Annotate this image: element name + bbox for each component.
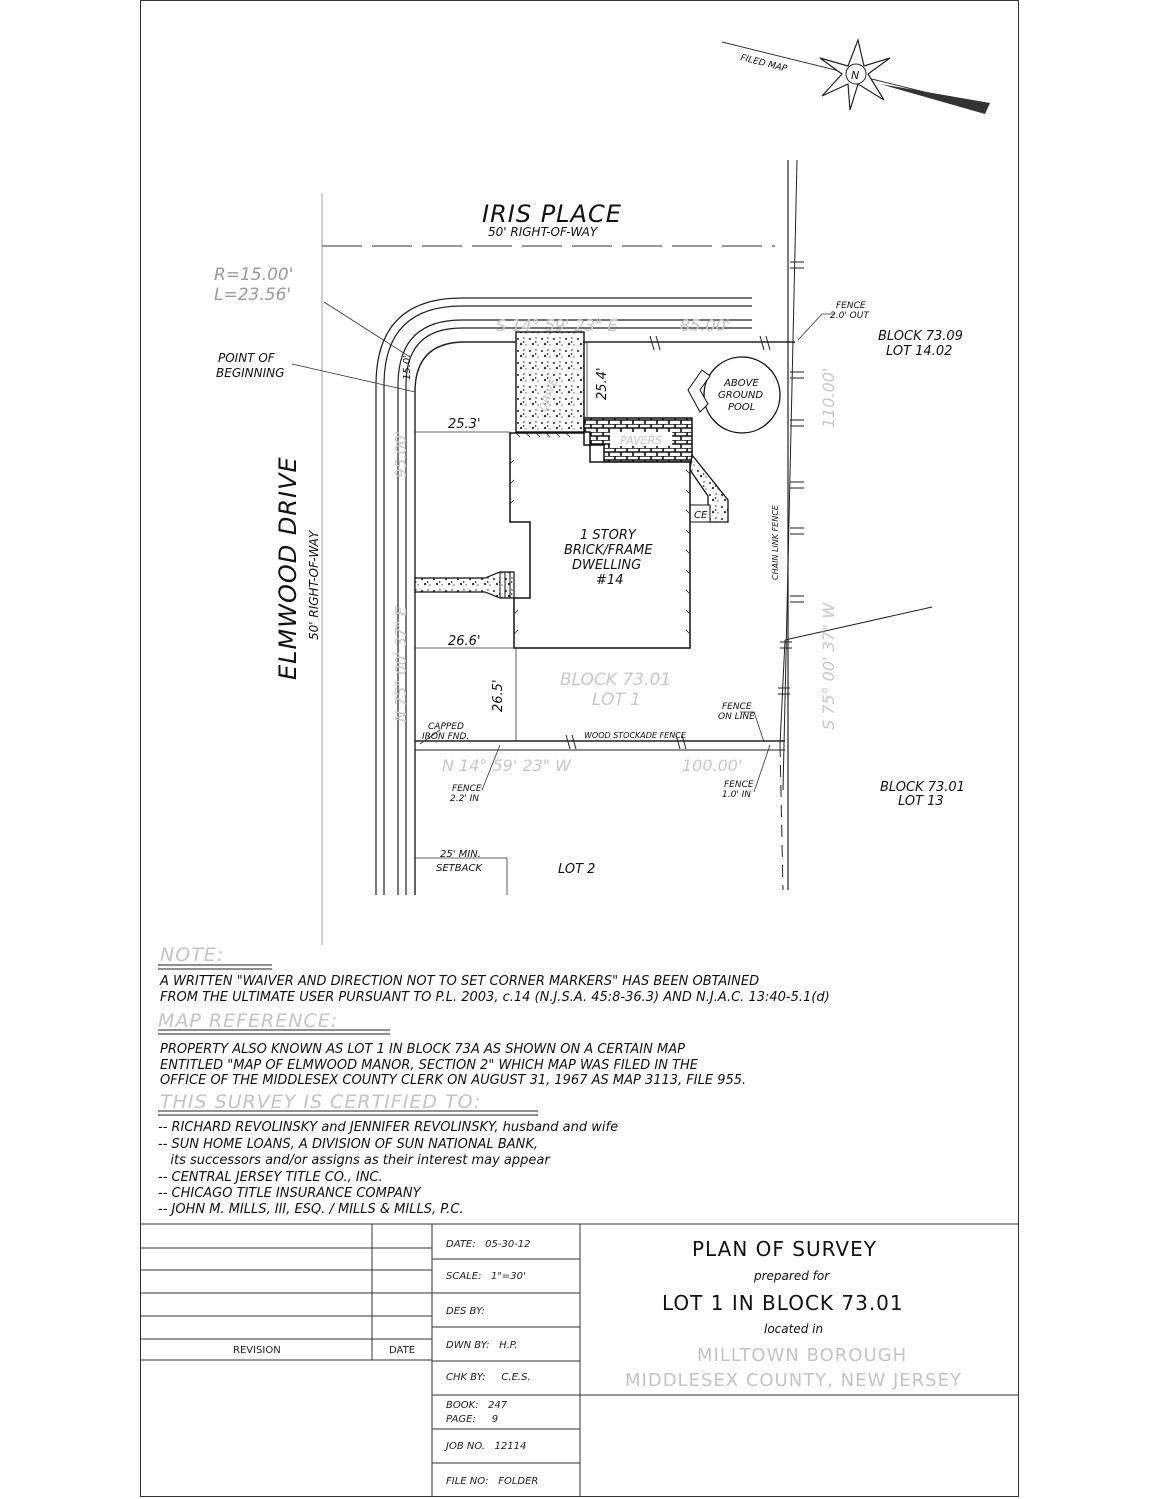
bearing-bottom: N 14° 59' 23" W bbox=[442, 756, 572, 775]
cert-line-2: -- SUN HOME LOANS, A DIVISION OF SUN NAT… bbox=[158, 1137, 539, 1152]
driveway bbox=[515, 331, 585, 433]
page-number: PAGE: 9 bbox=[446, 1414, 499, 1425]
pool-label-2: GROUND bbox=[718, 390, 763, 401]
bearing-left: N 75° 00' 37" E bbox=[392, 606, 410, 722]
setback-1: 25' MIN. bbox=[440, 849, 481, 860]
book-number: BOOK: 247 bbox=[446, 1400, 508, 1411]
adjoiner-top-block: BLOCK 73.09 bbox=[878, 329, 963, 344]
note-line-1: A WRITTEN "WAIVER AND DIRECTION NOT TO S… bbox=[160, 974, 760, 989]
date-column-label: DATE bbox=[389, 1345, 416, 1356]
above-ground-pool bbox=[703, 356, 781, 434]
street-elmwood-drive: ELMWOOD DRIVE bbox=[274, 456, 302, 680]
fence-2-2-in-1: FENCE bbox=[452, 784, 482, 794]
north-arrow: N FILED MAP bbox=[721, 37, 990, 114]
pool-label-1: ABOVE bbox=[723, 378, 759, 389]
note-header: NOTE: bbox=[160, 944, 225, 966]
lot-2-label: LOT 2 bbox=[558, 862, 595, 877]
survey-scale: SCALE: 1"=30' bbox=[446, 1271, 526, 1282]
curve-radius: R=15.00' bbox=[214, 265, 293, 285]
certified-header: THIS SURVEY IS CERTIFIED TO: bbox=[160, 1091, 482, 1113]
bearing-top: S 14° 59' 23" E bbox=[496, 316, 618, 335]
note-line-2: FROM THE ULTIMATE USER PURSUANT TO P.L. … bbox=[160, 990, 830, 1005]
right-of-way-lines bbox=[321, 159, 798, 945]
designed-by: DES BY: bbox=[446, 1306, 485, 1317]
fence-out-1: FENCE bbox=[836, 301, 866, 311]
survey-date: DATE: 05-30-12 bbox=[446, 1239, 531, 1250]
front-walk bbox=[414, 571, 515, 599]
dim-26-5: 26.5' bbox=[491, 679, 506, 712]
cert-line-1: -- RICHARD REVOLINSKY and JENNIFER REVOL… bbox=[158, 1120, 619, 1135]
county-state: MIDDLESEX COUNTY, NEW JERSEY bbox=[625, 1370, 962, 1391]
dim-25-4: 25.4' bbox=[595, 367, 610, 400]
elmwood-row-label: 50' RIGHT-OF-WAY bbox=[307, 529, 321, 640]
map-line-2: ENTITLED "MAP OF ELMWOOD MANOR, SECTION … bbox=[160, 1058, 698, 1073]
setback-2: SETBACK bbox=[436, 863, 483, 874]
fence-online-1: FENCE bbox=[722, 702, 752, 712]
fence-1-0-in-1: FENCE bbox=[724, 780, 754, 790]
dim-25-3: 25.3' bbox=[448, 417, 481, 432]
fence-online-2: ON LINE bbox=[718, 712, 755, 722]
subject-block: BLOCK 73.01 bbox=[560, 670, 671, 690]
adjoiner-top-lot: LOT 14.02 bbox=[886, 344, 952, 359]
dimension-lines bbox=[291, 301, 588, 741]
pob-label-1: POINT OF bbox=[218, 351, 276, 365]
title-block-grid bbox=[140, 1223, 1019, 1497]
dwelling-label-2: BRICK/FRAME bbox=[564, 543, 653, 558]
distance-left: 95.00' bbox=[392, 431, 410, 478]
chain-link-fence-label: CHAIN LINK FENCE bbox=[771, 504, 780, 580]
job-number: JOB NO. 12114 bbox=[446, 1441, 527, 1452]
map-line-3: OFFICE OF THE MIDDLESEX COUNTY CLERK ON … bbox=[160, 1073, 747, 1088]
subject-lot: LOT 1 bbox=[592, 690, 641, 710]
ce-label: CE bbox=[694, 510, 708, 521]
fence-hash-marks bbox=[565, 261, 804, 750]
drawn-by: DWN BY: H.P. bbox=[446, 1340, 518, 1351]
pool-label-3: POOL bbox=[728, 402, 755, 413]
dwelling-label-3: DWELLING bbox=[572, 558, 641, 573]
distance-right: 110.00' bbox=[819, 368, 838, 428]
fence-out-2: 2.0' OUT bbox=[830, 311, 870, 321]
dim-26-6: 26.6' bbox=[448, 634, 481, 649]
fence-2-2-in-2: 2.2' IN bbox=[450, 794, 479, 804]
capped-iron-2: IRON FND. bbox=[422, 732, 469, 742]
tangent-distance: 15.0' bbox=[402, 355, 413, 380]
pob-label-2: BEGINNING bbox=[216, 366, 284, 380]
iris-row-label: 50' RIGHT-OF-WAY bbox=[488, 225, 599, 239]
map-line-1: PROPERTY ALSO KNOWN AS LOT 1 IN BLOCK 73… bbox=[160, 1042, 685, 1057]
revision-label: REVISION bbox=[233, 1345, 281, 1356]
located-in: located in bbox=[764, 1322, 824, 1336]
cert-line-5: -- CHICAGO TITLE INSURANCE COMPANY bbox=[158, 1186, 421, 1201]
dwelling-label-1: 1 STORY bbox=[580, 528, 637, 543]
map-reference-header: MAP REFERENCE: bbox=[158, 1010, 339, 1032]
north-label: N bbox=[851, 69, 859, 82]
file-number: FILE NO: FOLDER bbox=[446, 1476, 539, 1487]
bearing-right: S 75° 00' 37" W bbox=[819, 602, 838, 730]
fence-1-0-in-2: 1.0' IN bbox=[722, 790, 751, 800]
dwelling-label-4: #14 bbox=[596, 573, 623, 588]
distance-bottom: 100.00' bbox=[682, 756, 742, 775]
pavers-label: PAVERS bbox=[620, 434, 662, 447]
adjoiner-bottom-block: BLOCK 73.01 bbox=[880, 780, 965, 795]
capped-iron-1: CAPPED bbox=[428, 722, 464, 732]
plan-title: PLAN OF SURVEY bbox=[692, 1237, 877, 1261]
cert-line-3: its successors and/or assigns as their i… bbox=[158, 1153, 550, 1168]
curb-lines bbox=[375, 297, 752, 895]
dwelling bbox=[509, 432, 691, 649]
property-lines bbox=[414, 341, 933, 895]
prepared-for: prepared for bbox=[754, 1269, 830, 1283]
lot-title: LOT 1 IN BLOCK 73.01 bbox=[662, 1291, 904, 1315]
distance-top: 85.00' bbox=[680, 316, 730, 335]
cert-line-4: -- CENTRAL JERSEY TITLE CO., INC. bbox=[158, 1170, 383, 1185]
checked-by: CHK BY: C.E.S. bbox=[446, 1372, 531, 1383]
curve-length: L=23.56' bbox=[214, 285, 291, 305]
street-iris-place: IRIS PLACE bbox=[482, 200, 622, 228]
municipality: MILLTOWN BOROUGH bbox=[697, 1345, 908, 1366]
adjoiner-bottom-lot: LOT 13 bbox=[898, 794, 944, 809]
cert-line-6: -- JOHN M. MILLS, III, ESQ. / MILLS & MI… bbox=[158, 1202, 464, 1217]
wood-fence-label: WOOD STOCKADE FENCE bbox=[584, 731, 687, 740]
